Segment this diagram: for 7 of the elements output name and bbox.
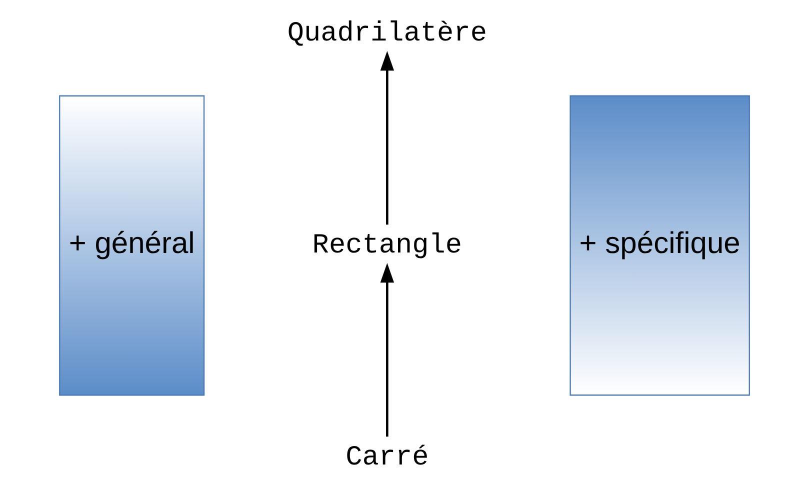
arrow bbox=[380, 262, 394, 437]
node-box: + général bbox=[58, 95, 204, 396]
node-box: + spécifique bbox=[569, 95, 750, 396]
node-text: Rectangle bbox=[312, 230, 462, 262]
node-text: Carré bbox=[345, 442, 428, 474]
arrow bbox=[380, 50, 394, 225]
node-text: Quadrilatère bbox=[286, 18, 486, 50]
